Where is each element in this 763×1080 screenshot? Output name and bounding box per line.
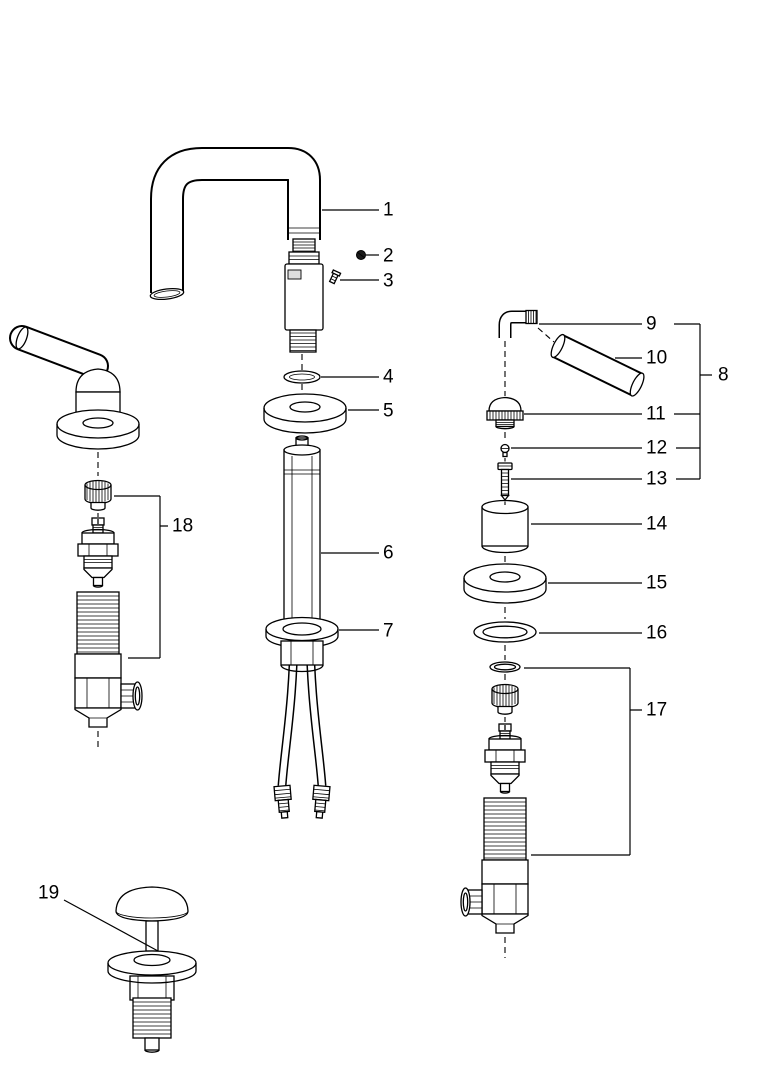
drain-flange bbox=[107, 950, 197, 984]
body-logo-plate bbox=[287, 269, 302, 280]
part-3-screw bbox=[328, 269, 342, 285]
part-4-o-ring bbox=[283, 370, 321, 384]
part-label-5: 5 bbox=[383, 401, 394, 422]
bracket-18 bbox=[114, 495, 168, 659]
drain-body bbox=[129, 975, 175, 1001]
bracket-17 bbox=[524, 667, 642, 856]
part-2-set-screw bbox=[356, 250, 366, 260]
part-label-13: 13 bbox=[646, 469, 667, 490]
handle-dome bbox=[75, 368, 121, 393]
part-7-mounting-nut bbox=[265, 616, 339, 673]
part-18-valve-cartridge-kit bbox=[74, 479, 143, 728]
part-19-drain-assembly bbox=[107, 886, 197, 1053]
part-label-19: 19 bbox=[38, 883, 59, 904]
part-12-screw bbox=[500, 443, 510, 458]
part-10-lever bbox=[550, 333, 645, 397]
spline-adapter-left bbox=[84, 479, 112, 511]
hose-end-fitting-right bbox=[312, 784, 331, 819]
part-label-10: 10 bbox=[646, 348, 667, 369]
leader-lines bbox=[63, 209, 712, 952]
part-14-handle-base bbox=[481, 499, 529, 554]
cartridge-right bbox=[484, 723, 526, 794]
lever-end-cap bbox=[629, 372, 645, 397]
drain-stem bbox=[145, 920, 159, 952]
part-13-handle-screw bbox=[497, 462, 513, 502]
part-label-7: 7 bbox=[383, 621, 394, 642]
part-label-9: 9 bbox=[646, 314, 657, 335]
part-17-valve-cartridge-kit bbox=[460, 661, 529, 934]
left-handle-assembly bbox=[9, 325, 143, 748]
part-label-3: 3 bbox=[383, 271, 394, 292]
part-11-cap bbox=[486, 396, 524, 430]
o-ring-right bbox=[489, 661, 521, 673]
spout-assembly bbox=[149, 147, 366, 819]
part-label-17: 17 bbox=[646, 700, 667, 721]
lever-end-cap bbox=[15, 326, 29, 350]
part-label-12: 12 bbox=[646, 438, 667, 459]
leader-line-19 bbox=[63, 899, 159, 952]
spout-tip-opening bbox=[149, 287, 185, 301]
valve-body-left bbox=[74, 591, 143, 728]
part-label-4: 4 bbox=[383, 367, 394, 388]
hose-end-fitting-left bbox=[273, 784, 292, 819]
spline-adapter-right bbox=[491, 683, 519, 715]
part-labels: 1 2 3 4 5 6 7 8 9 10 11 12 13 14 15 16 1… bbox=[38, 200, 729, 904]
part-label-2: 2 bbox=[383, 246, 394, 267]
part-16-gasket bbox=[473, 621, 537, 643]
part-label-6: 6 bbox=[383, 543, 394, 564]
bracket-8 bbox=[674, 323, 712, 480]
part-label-15: 15 bbox=[646, 573, 667, 594]
part-label-18: 18 bbox=[172, 516, 193, 537]
part-label-1: 1 bbox=[383, 200, 394, 221]
part-15-escutcheon bbox=[463, 563, 547, 604]
part-label-14: 14 bbox=[646, 514, 668, 535]
right-handle-assembly bbox=[460, 309, 645, 958]
centerline-right-column bbox=[504, 327, 555, 958]
part-label-11: 11 bbox=[646, 404, 666, 425]
part-label-8: 8 bbox=[718, 365, 729, 386]
part-9-lever-elbow bbox=[498, 309, 538, 338]
part-5-escutcheon bbox=[263, 393, 347, 434]
valve-body-right bbox=[460, 797, 529, 934]
spout-body bbox=[284, 238, 324, 353]
part-6-shank bbox=[283, 435, 321, 628]
left-handle-lever bbox=[9, 325, 109, 379]
part-label-16: 16 bbox=[646, 623, 667, 644]
left-escutcheon bbox=[56, 409, 140, 450]
part-1-spout bbox=[149, 147, 321, 301]
cartridge-left bbox=[77, 517, 119, 588]
